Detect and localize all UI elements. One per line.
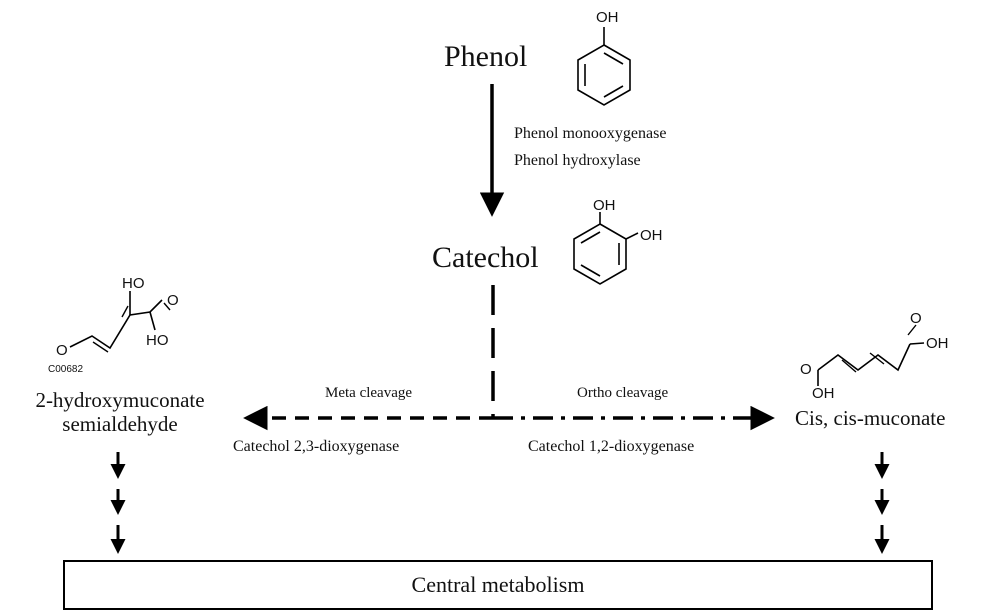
central-metabolism-label: Central metabolism: [411, 572, 585, 597]
enzyme-catechol-12-dioxygenase: Catechol 1,2-dioxygenase: [528, 438, 695, 455]
enzyme-phenol-hydroxylase: Phenol hydroxylase: [514, 152, 641, 169]
hms-aldehyde-o-label: O: [56, 342, 68, 359]
catechol-oh1-label: OH: [593, 197, 616, 214]
hms-label-line1: 2-hydroxymuconate: [35, 388, 205, 412]
catechol-oh2-label: OH: [640, 227, 663, 244]
ortho-cleavage-label: Ortho cleavage: [577, 385, 669, 401]
hms-acid-o-label: O: [167, 292, 179, 309]
phenol-structure-icon: OH: [577, 9, 631, 106]
ccm-o1-label: O: [800, 361, 812, 378]
ccm-oh1-label: OH: [812, 385, 835, 402]
hms-structure-icon: HO O HO O C00682: [48, 275, 179, 375]
hms-ho-label: HO: [122, 275, 145, 292]
ccm-structure-icon: O OH O OH: [800, 310, 949, 402]
enzyme-phenol-monooxygenase: Phenol monooxygenase: [514, 125, 667, 142]
central-metabolism-box: Central metabolism: [63, 560, 933, 610]
hms-acid-ho-label: HO: [146, 332, 169, 349]
hms-label: 2-hydroxymuconate semialdehyde: [0, 388, 240, 436]
hms-kegg-id: C00682: [48, 364, 83, 375]
meta-cleavage-label: Meta cleavage: [325, 385, 413, 401]
phenol-oh-label: OH: [596, 9, 619, 26]
ccm-label: Cis, cis-muconate: [795, 406, 946, 430]
catechol-label: Catechol: [432, 241, 539, 274]
enzyme-catechol-23-dioxygenase: Catechol 2,3-dioxygenase: [233, 438, 400, 455]
hms-label-line2: semialdehyde: [62, 412, 178, 437]
ccm-oh2-label: OH: [926, 335, 949, 352]
phenol-label: Phenol: [444, 40, 528, 73]
catechol-structure-icon: OH OH: [573, 197, 663, 285]
ccm-o2-label: O: [910, 310, 922, 327]
